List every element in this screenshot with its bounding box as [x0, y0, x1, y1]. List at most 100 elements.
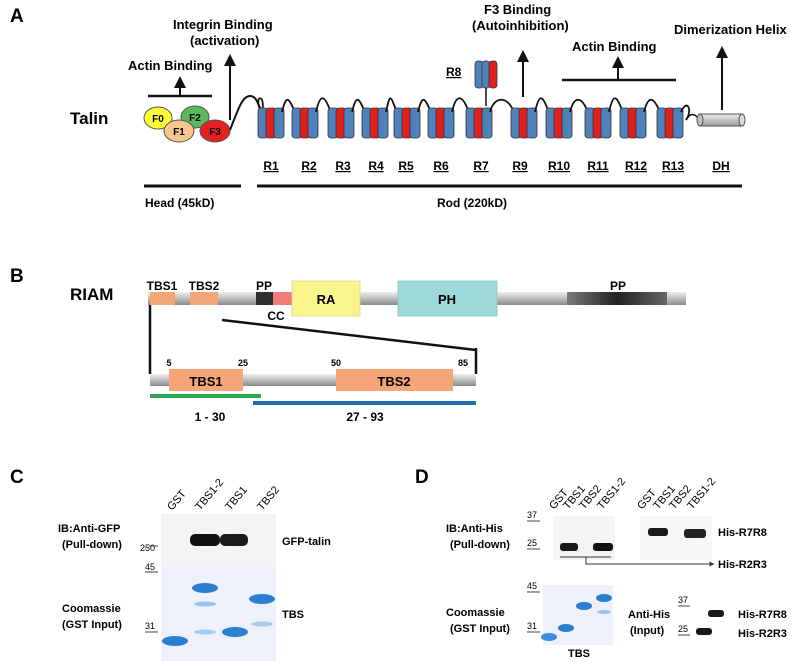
zoom-tbs1 — [169, 369, 243, 391]
d-coomassie-gel — [541, 585, 613, 645]
construct-27-93-label: 27 - 93 — [346, 410, 384, 424]
rod-label-r2: R2 — [301, 159, 317, 173]
riam-tbs2 — [190, 292, 218, 305]
dimerization-label: Dimerization Helix — [674, 22, 787, 37]
rod-bundle-11 — [608, 97, 647, 139]
d-coomassie-label: Coomassie — [446, 607, 505, 619]
residue-85: 85 — [458, 358, 468, 368]
d-mw-37b: 37 — [678, 595, 688, 605]
c-gst-input-label: (GST Input) — [62, 619, 122, 631]
c-gel-bg — [161, 566, 276, 661]
talin-label: Talin — [70, 109, 108, 128]
d-tbs-label: TBS — [568, 648, 590, 660]
c-tbs-label: TBS — [282, 609, 304, 621]
f0-domain — [143, 106, 173, 130]
riam-domain-map: RA PH — [148, 280, 686, 317]
zoom-tbs1-label: TBS1 — [189, 374, 222, 389]
panel-label-a: A — [10, 6, 24, 27]
c-pulldown-label: (Pull-down) — [62, 539, 122, 551]
d-band-tbs12-left — [593, 543, 613, 551]
c-band-tbs1 — [222, 627, 248, 637]
d-gst-input-label: (GST Input) — [450, 623, 510, 635]
rod-bundle-9 — [534, 97, 573, 139]
f3-label: F3 — [209, 127, 221, 138]
d-his-r7r8-input-label: His-R7R8 — [738, 609, 787, 621]
d-band-tbs1-right — [648, 528, 668, 536]
head-actin-binding-label: Actin Binding — [128, 58, 213, 73]
d-input-label: (Input) — [630, 625, 665, 637]
ph-label: PH — [438, 292, 456, 307]
c-coomassie-gel — [161, 566, 276, 661]
riam-ph — [397, 280, 498, 317]
residue-25: 25 — [238, 358, 248, 368]
d-anti-his-label: Anti-His — [628, 609, 670, 621]
panel-label-b: B — [10, 266, 24, 287]
rod-label-r5: R5 — [398, 159, 414, 173]
cc-label: CC — [267, 309, 285, 323]
r8-bundle — [474, 60, 498, 106]
c-mw-250: 250 — [140, 543, 155, 553]
d-band-tbs12 — [596, 594, 612, 602]
rod-bundle-6 — [417, 98, 455, 139]
d-band-tbs1 — [558, 624, 574, 632]
head-size-label: Head (45kD) — [145, 196, 214, 210]
rod-bundle-5 — [385, 97, 421, 139]
tbs2-header: TBS2 — [189, 279, 220, 293]
rod-bundle-4 — [351, 98, 389, 139]
rod-bundle-7 — [451, 97, 493, 139]
lane-label-tbs2: TBS2 — [255, 484, 282, 513]
f1-domain — [163, 119, 195, 143]
d-band-tbs1-left — [560, 543, 578, 551]
d-blot-right — [640, 516, 712, 560]
c-gfp-talin-label: GFP-talin — [282, 536, 331, 548]
pp-header-1: PP — [256, 279, 272, 293]
rod-label-r1: R1 — [263, 159, 279, 173]
rod-label-r6: R6 — [433, 159, 449, 173]
d-band-tbs2 — [576, 602, 592, 610]
rod-bundle-1 — [257, 97, 285, 139]
c-coomassie-label: Coomassie — [62, 603, 121, 615]
rod-bundle-12 — [643, 98, 684, 139]
riam-pp2 — [567, 292, 667, 305]
c-mw-45: 45 — [145, 562, 155, 572]
d-mw-31: 31 — [527, 621, 537, 631]
riam-cc — [273, 292, 292, 305]
rod-label-r12: R12 — [625, 159, 647, 173]
autoinhibition-label: (Autoinhibition) — [472, 18, 569, 33]
zoom-line-diag — [221, 318, 477, 352]
d-mw-45: 45 — [527, 581, 537, 591]
head-rod-linker — [229, 94, 263, 131]
d-his-r7r8-label: His-R7R8 — [718, 527, 767, 539]
d-input-band-r2r3 — [696, 628, 712, 635]
tbs1-header: TBS1 — [147, 279, 178, 293]
c-band-tbs2 — [249, 594, 275, 604]
rod-label-r11: R11 — [587, 159, 609, 173]
d-r2r3-pointer — [585, 557, 715, 567]
d-blot-left — [553, 516, 615, 560]
c-band-tbs1 — [220, 534, 248, 546]
rod-label-r3: R3 — [335, 159, 351, 173]
lane-label-tbs12: TBS1-2 — [193, 477, 226, 513]
integrin-binding-label: Integrin Binding — [173, 17, 273, 32]
ra-label: RA — [317, 292, 336, 307]
riam-tbs1 — [150, 292, 175, 305]
rod-bundle-2 — [281, 98, 319, 139]
f0-label: F0 — [152, 114, 164, 125]
residue-5: 5 — [166, 358, 171, 368]
dh-helix — [685, 113, 746, 127]
d-mw-25: 25 — [527, 538, 537, 548]
c-band-gst — [162, 636, 188, 646]
rod-bundle-3 — [315, 97, 355, 139]
rod-size-label: Rod (220kD) — [437, 196, 507, 210]
d-mw-37: 37 — [527, 510, 537, 520]
ferm-domain: F0 F1 F2 F3 — [143, 105, 231, 143]
c-blot-gfp — [161, 514, 276, 566]
d-his-r2r3-label: His-R2R3 — [718, 559, 767, 571]
c-band-tbs12 — [192, 583, 218, 593]
d-mw-25b: 25 — [678, 624, 688, 634]
